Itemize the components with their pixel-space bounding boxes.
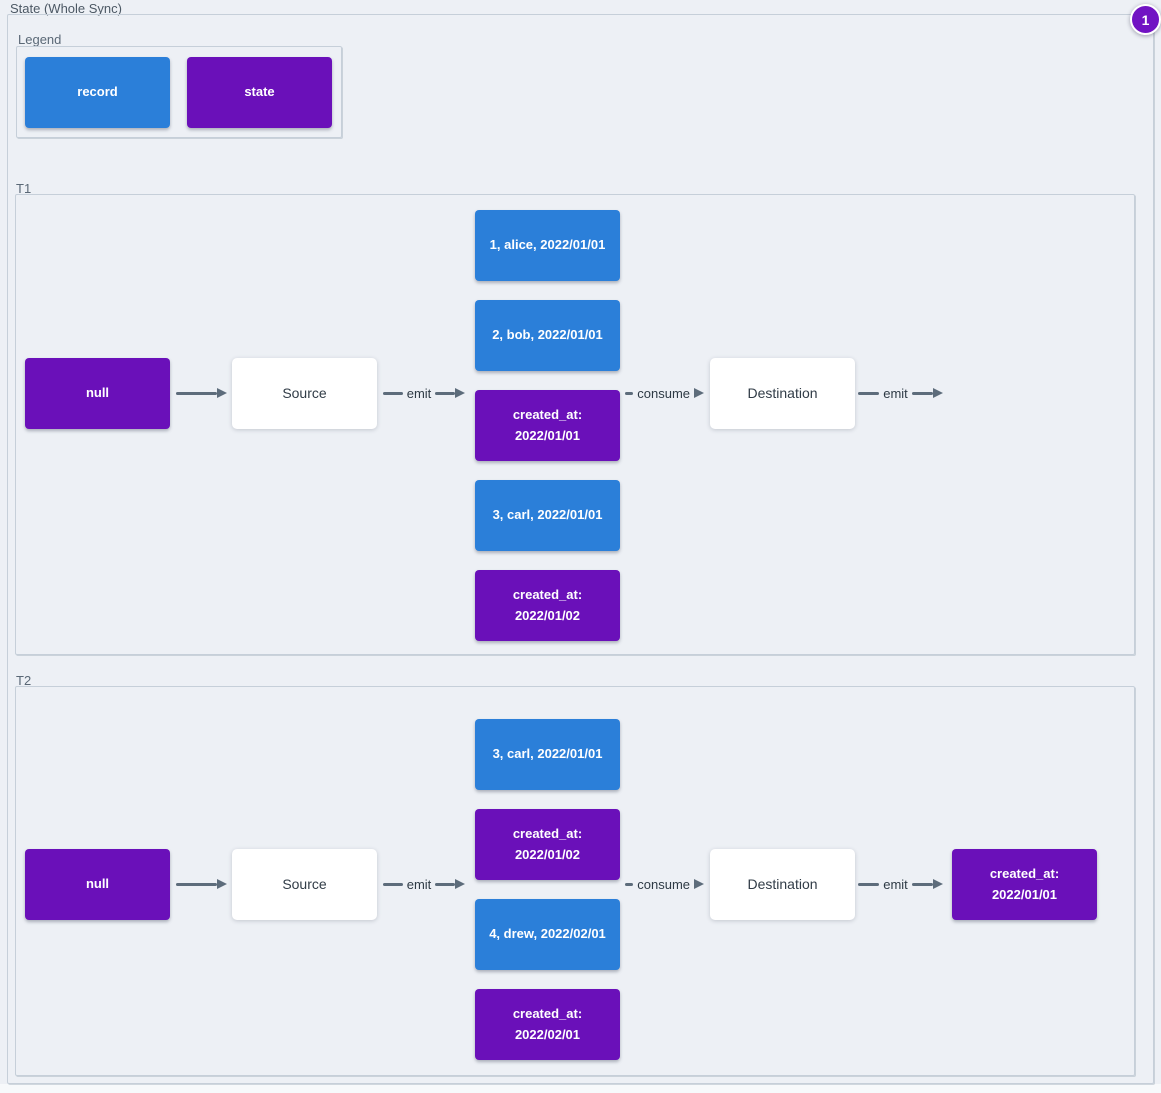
arrow-line — [911, 882, 933, 886]
arrow-line — [625, 391, 634, 395]
legend-label: Legend — [18, 32, 62, 47]
record-node: 4, drew, 2022/02/01 — [475, 899, 620, 970]
t2-frame — [15, 686, 1135, 1076]
state-node: created_at: 2022/02/01 — [475, 989, 620, 1060]
t1-destination-node: Destination — [710, 358, 855, 429]
arrowhead-icon — [217, 879, 227, 889]
t1-consume-arrow: consume — [625, 383, 704, 403]
t1-frame — [15, 194, 1135, 655]
t2-emitted-state-node: created_at: 2022/01/01 — [952, 849, 1097, 920]
arrowhead-icon — [455, 879, 465, 889]
legend-frame — [16, 46, 342, 138]
t2-source-node: Source — [232, 849, 377, 920]
emit-label: emit — [406, 876, 432, 892]
arrow-line — [176, 882, 217, 886]
arrowhead-icon — [694, 388, 704, 398]
state-node: created_at: 2022/01/02 — [475, 570, 620, 641]
arrow-line — [383, 882, 403, 886]
consume-label: consume — [637, 876, 690, 892]
arrow-line — [911, 391, 933, 395]
arrow-line — [625, 882, 634, 886]
arrow-line — [383, 391, 403, 395]
t2-emit-source-arrow: emit — [383, 874, 465, 894]
t2-null-state-node: null — [25, 849, 170, 920]
legend-record-swatch: record — [25, 57, 170, 128]
emit-label: emit — [406, 385, 432, 401]
arrow-line — [435, 882, 455, 886]
page-title: State (Whole Sync) — [10, 1, 122, 16]
state-node: created_at: 2022/01/01 — [475, 390, 620, 461]
t1-null-state-node: null — [25, 358, 170, 429]
emit-label: emit — [883, 385, 908, 401]
section-label-t2: T2 — [16, 673, 32, 688]
t2-emit-destination-arrow: emit — [858, 874, 943, 894]
outer-frame — [7, 14, 1154, 1084]
emit-label: emit — [883, 876, 908, 892]
arrowhead-icon — [933, 879, 943, 889]
t2-consume-arrow: consume — [625, 874, 704, 894]
t1-emit-destination-arrow: emit — [858, 383, 943, 403]
record-node: 1, alice, 2022/01/01 — [475, 210, 620, 281]
arrow-line — [858, 882, 880, 886]
record-node: 2, bob, 2022/01/01 — [475, 300, 620, 371]
arrowhead-icon — [217, 388, 227, 398]
record-node: 3, carl, 2022/01/01 — [475, 480, 620, 551]
arrow-line — [858, 391, 880, 395]
t1-emit-source-arrow: emit — [383, 383, 465, 403]
record-node: 3, carl, 2022/01/01 — [475, 719, 620, 790]
arrow-line — [176, 391, 217, 395]
t1-state-to-source-arrow — [176, 383, 227, 403]
t2-destination-node: Destination — [710, 849, 855, 920]
arrow-line — [435, 391, 455, 395]
section-label-t1: T1 — [16, 181, 32, 196]
arrowhead-icon — [933, 388, 943, 398]
consume-label: consume — [637, 385, 690, 401]
t1-source-node: Source — [232, 358, 377, 429]
t2-state-to-source-arrow — [176, 874, 227, 894]
legend-state-swatch: state — [187, 57, 332, 128]
state-node: created_at: 2022/01/02 — [475, 809, 620, 880]
arrowhead-icon — [694, 879, 704, 889]
annotation-badge[interactable]: 1 — [1130, 4, 1161, 35]
arrowhead-icon — [455, 388, 465, 398]
